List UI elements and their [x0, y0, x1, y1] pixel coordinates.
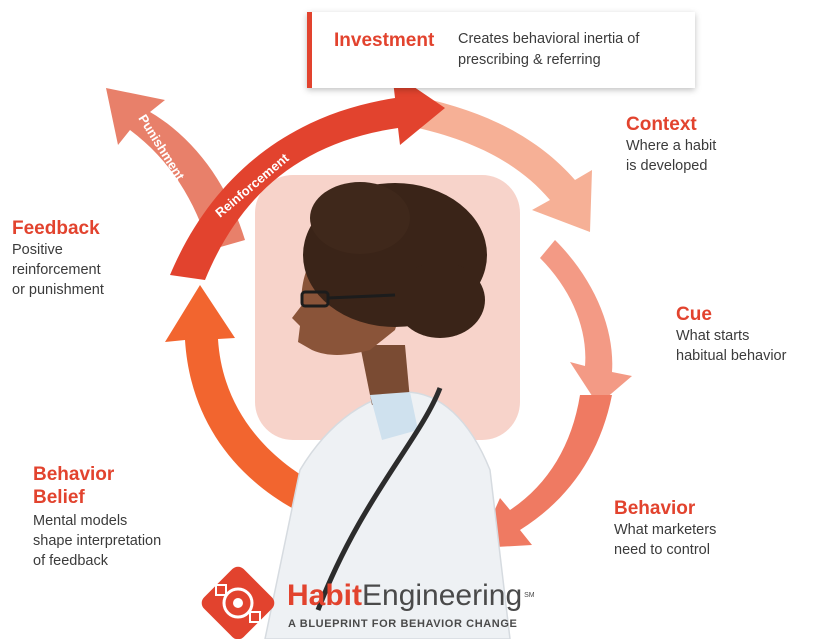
- doctor-illustration: [264, 182, 511, 639]
- behavior-title: Behavior: [614, 498, 696, 519]
- logo-service-mark: SM: [524, 592, 535, 599]
- context-desc-line1: Where a habit: [626, 138, 717, 154]
- behavior-belief-title-line2: Belief: [33, 487, 85, 508]
- context-desc-line2: is developed: [626, 158, 708, 174]
- logo-word-engineering: Engineering: [362, 579, 523, 612]
- behavior-belief-arrow: [165, 285, 318, 515]
- context-label-group: Context Where a habit is developed: [626, 113, 716, 176]
- logo-word-habit: Habit: [287, 579, 362, 612]
- behavior-desc-line1: What marketers: [614, 522, 717, 538]
- behavior-desc-line2: need to control: [614, 542, 710, 558]
- context-arrow: [418, 97, 592, 232]
- behavior-belief-desc-line2: shape interpretation: [33, 533, 162, 549]
- behavior-belief-desc-line3: of feedback: [33, 553, 108, 569]
- cue-title: Cue: [676, 304, 712, 325]
- behavior-belief-title-line1: Behavior: [33, 464, 115, 485]
- logo-tagline: A BLUEPRINT FOR BEHAVIOR CHANGE: [288, 618, 518, 630]
- reinforcement-arrow: [170, 72, 445, 280]
- behavior-label-group: Behavior What marketers need to control: [614, 497, 716, 560]
- cue-desc-line2: habitual behavior: [676, 348, 787, 364]
- feedback-desc-line3: or punishment: [12, 282, 104, 298]
- investment-description: Creates behavioral inertia of prescribin…: [458, 31, 640, 68]
- feedback-title: Feedback: [12, 218, 100, 239]
- feedback-label-group: Feedback Positive reinforcement or punis…: [12, 217, 104, 300]
- behavior-belief-desc-line1: Mental models: [33, 513, 128, 529]
- cue-label-group: Cue What starts habitual behavior: [676, 303, 804, 366]
- context-title: Context: [626, 114, 697, 135]
- behavior-belief-label-group: Behavior Belief Mental models shape inte…: [33, 463, 161, 571]
- habit-engineering-logo-mark: [201, 566, 275, 639]
- investment-box: Investment Creates behavioral inertia of…: [307, 12, 695, 88]
- feedback-desc-line2: reinforcement: [12, 262, 101, 278]
- feedback-desc-line1: Positive: [12, 242, 63, 258]
- behavior-arrow: [478, 395, 612, 548]
- cue-arrow: [540, 240, 632, 405]
- cue-desc-line1: What starts: [676, 328, 750, 344]
- investment-title: Investment: [334, 30, 435, 51]
